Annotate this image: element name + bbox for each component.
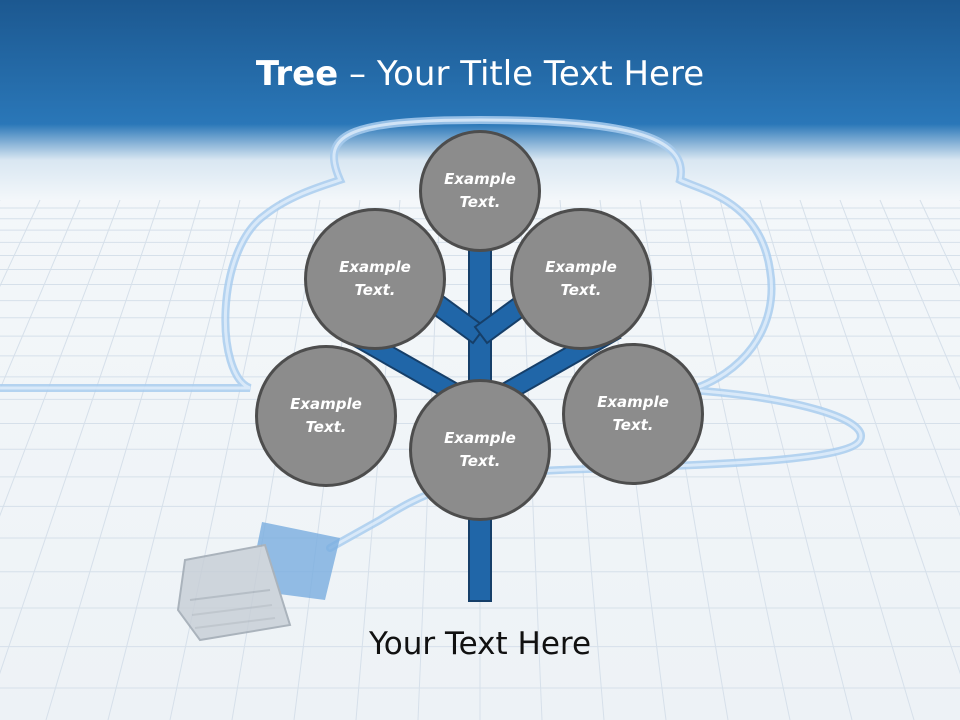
node-top-line2: Text. bbox=[459, 193, 501, 211]
node-top-line1: Example bbox=[444, 170, 516, 188]
node-lower-left-line1: Example bbox=[290, 395, 362, 413]
caption-text: Your Text Here bbox=[368, 626, 592, 662]
title-rest: Your Title Text Here bbox=[376, 54, 705, 94]
slide-title: Tree – Your Title Text Here bbox=[0, 52, 960, 96]
node-center-line2: Text. bbox=[459, 452, 501, 470]
node-upper-left-line2: Text. bbox=[354, 281, 396, 299]
node-upper-right-line2: Text. bbox=[560, 281, 602, 299]
title-bold: Tree bbox=[255, 54, 339, 94]
node-lower-right-line1: Example bbox=[597, 393, 669, 411]
network-plug-icon bbox=[176, 522, 340, 642]
node-upper-right-line1: Example bbox=[545, 258, 617, 276]
title-dash: – bbox=[338, 54, 377, 94]
node-lower-left-line2: Text. bbox=[305, 418, 347, 436]
node-center-line1: Example bbox=[444, 429, 516, 447]
node-lower-right-line2: Text. bbox=[612, 416, 654, 434]
node-upper-left-line1: Example bbox=[339, 258, 411, 276]
